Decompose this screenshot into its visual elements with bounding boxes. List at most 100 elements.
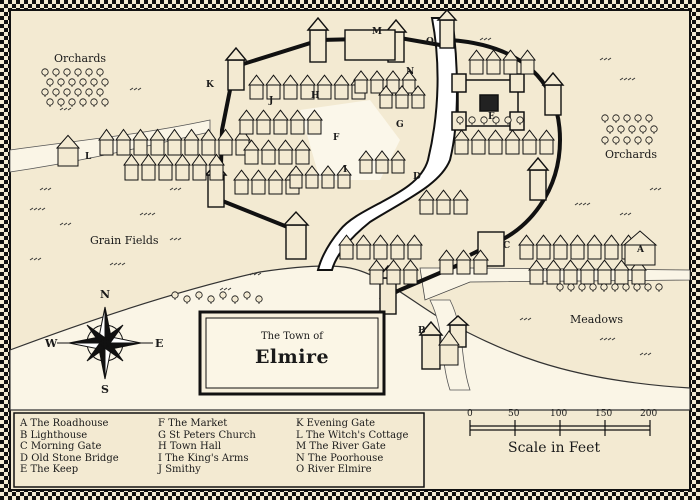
house-roof (469, 129, 488, 141)
marker-k: K (206, 80, 214, 90)
house (439, 259, 454, 275)
house-roof (451, 189, 470, 201)
marker-d: D (413, 172, 421, 182)
field-hatching (29, 37, 662, 356)
scale-title: Scale in Feet (508, 440, 601, 456)
house-roof (115, 128, 132, 141)
house-roof (622, 230, 658, 246)
house-roof (384, 259, 403, 271)
marker-i: I (343, 165, 348, 175)
house (356, 244, 371, 260)
marker-h: H (311, 91, 320, 101)
house (268, 179, 283, 195)
house (614, 269, 629, 285)
house-roof (249, 169, 268, 181)
legend-item: G St Peters Church (158, 429, 256, 441)
house (175, 164, 190, 181)
house (522, 139, 537, 155)
house-roof (452, 129, 471, 141)
house (379, 94, 393, 109)
tree (492, 116, 500, 124)
tree (623, 114, 631, 122)
house (390, 244, 405, 260)
house-roof (354, 234, 373, 246)
house-roof (357, 150, 375, 161)
house-roof (237, 109, 256, 121)
legend-item: B Lighthouse (20, 429, 88, 441)
house (150, 139, 165, 156)
house-roof (281, 74, 300, 86)
house (407, 244, 422, 260)
legend-item: M The River Gate (296, 441, 386, 453)
houses (55, 49, 658, 366)
tree (85, 88, 93, 96)
tree (90, 78, 98, 86)
compass-rose (57, 306, 153, 380)
tree (68, 78, 76, 86)
house-roof (303, 165, 321, 176)
scale-tick-0: 0 (467, 409, 473, 419)
house (520, 59, 535, 75)
house-roof (405, 234, 424, 246)
house (249, 84, 264, 100)
house (234, 179, 249, 195)
tree (96, 88, 104, 96)
house-roof (520, 129, 539, 141)
tree (601, 136, 609, 144)
tree (600, 283, 608, 291)
house (239, 119, 254, 135)
house-roof (352, 70, 370, 81)
house-roof (264, 74, 283, 86)
house-roof (166, 128, 183, 141)
tree (639, 125, 647, 133)
house-roof (288, 109, 307, 121)
label-grain-fields: Grain Fields (90, 234, 159, 247)
map-title: The Town of Elmire (208, 318, 376, 388)
tree (617, 125, 625, 133)
tree (57, 98, 65, 106)
house-roof (527, 259, 546, 271)
house-roof (602, 234, 621, 246)
legend-item: A The Roadhouse (20, 418, 109, 429)
tree (74, 88, 82, 96)
legend-item: D Old Stone Bridge (20, 452, 119, 464)
house (519, 244, 534, 260)
house-roof (434, 189, 453, 201)
tree (96, 68, 104, 76)
tree (41, 68, 49, 76)
house-roof (298, 74, 317, 86)
compass-east: E (155, 337, 164, 350)
label-orchards-east: Orchards (605, 148, 658, 161)
house-roof (335, 165, 353, 176)
tree (41, 88, 49, 96)
house-roof (503, 129, 522, 141)
tree (655, 283, 663, 291)
legend-item: O River Elmire (296, 464, 372, 476)
house (369, 269, 384, 285)
house-roof (467, 49, 486, 61)
marker-m: M (372, 27, 382, 37)
house-roof (132, 128, 149, 141)
house (553, 244, 568, 260)
house-roof (287, 165, 305, 176)
tree (57, 78, 65, 86)
house (251, 179, 266, 195)
tree (622, 283, 630, 291)
house-roof (388, 234, 407, 246)
legend-item: C Morning Gate (20, 441, 102, 453)
tree (645, 136, 653, 144)
compass-north: N (100, 288, 111, 301)
house (192, 164, 207, 181)
tree (85, 68, 93, 76)
house-roof (393, 85, 411, 96)
house (370, 79, 384, 94)
tree (567, 283, 575, 291)
tree (516, 116, 524, 124)
tree (74, 68, 82, 76)
tree (231, 295, 239, 303)
house (209, 164, 224, 181)
tree (63, 68, 71, 76)
tree (79, 78, 87, 86)
marker-f: F (333, 133, 340, 143)
house-roof (242, 139, 261, 151)
